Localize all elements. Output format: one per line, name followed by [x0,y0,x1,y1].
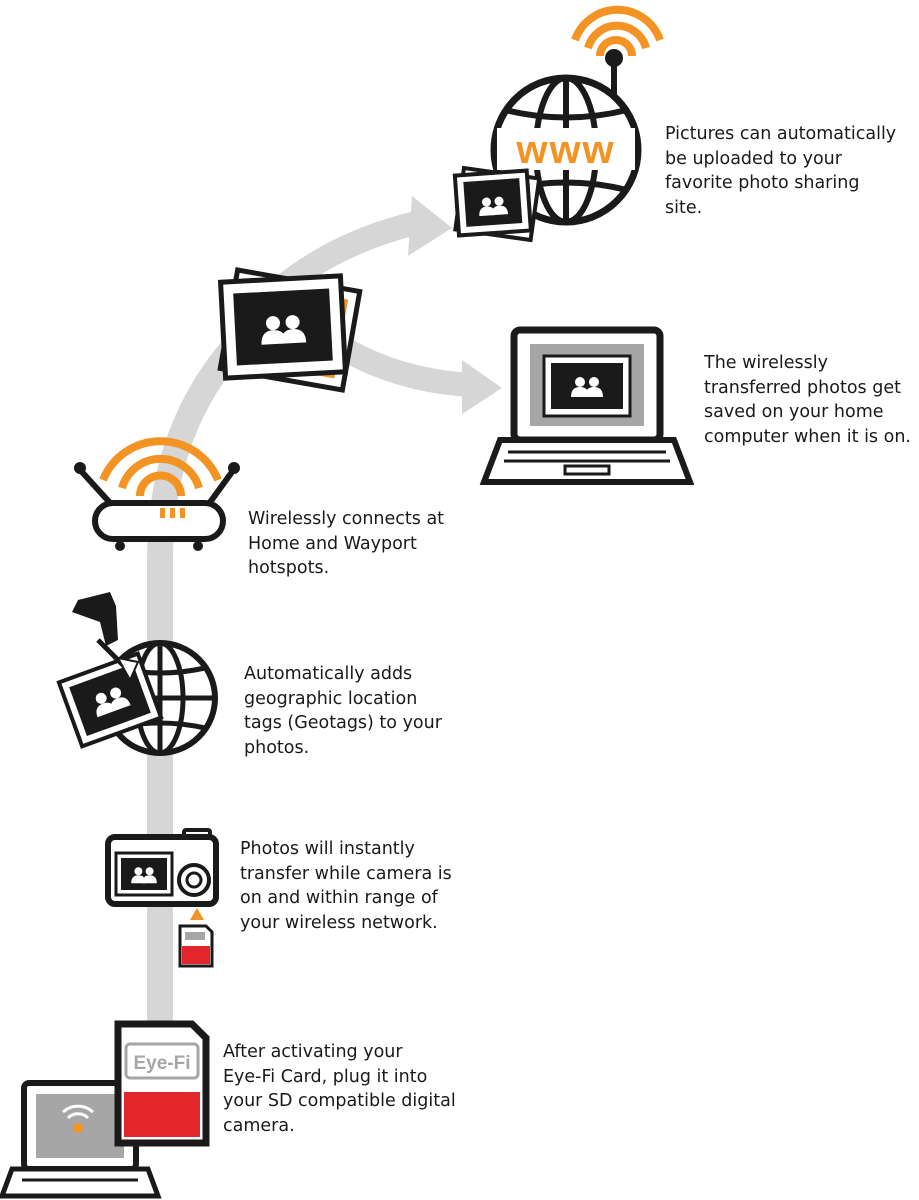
step-computer-caption: The wirelessly transferred photos get sa… [704,353,911,447]
step-transfer-caption: Photos will instantly transfer while cam… [240,839,452,933]
insert-arrow-icon [190,908,204,920]
photo-stack-large-icon [217,267,363,393]
camera-icon [105,828,219,907]
step-upload-caption: Pictures can automatically be uploaded t… [665,124,897,218]
sd-card-small-icon [178,924,214,968]
laptop-small-icon [0,1080,162,1199]
step-wireless-caption: Wirelessly connects at Home and Wayport … [248,509,445,578]
www-label: www [515,128,615,172]
laptop-photo-icon [479,326,695,485]
photo-stack-small-icon [452,165,542,243]
step-activate-caption: After activating your Eye-Fi Card, plug … [223,1042,456,1136]
wireless-router-icon [74,437,240,551]
step-geotag-caption: Automatically adds geographic location t… [244,664,442,758]
eyefi-card-label: Eye-Fi [133,1053,190,1074]
eyefi-card-icon: Eye-Fi [114,1020,210,1147]
map-pin-icon [72,592,140,683]
geotag-globe-icon [56,592,218,756]
